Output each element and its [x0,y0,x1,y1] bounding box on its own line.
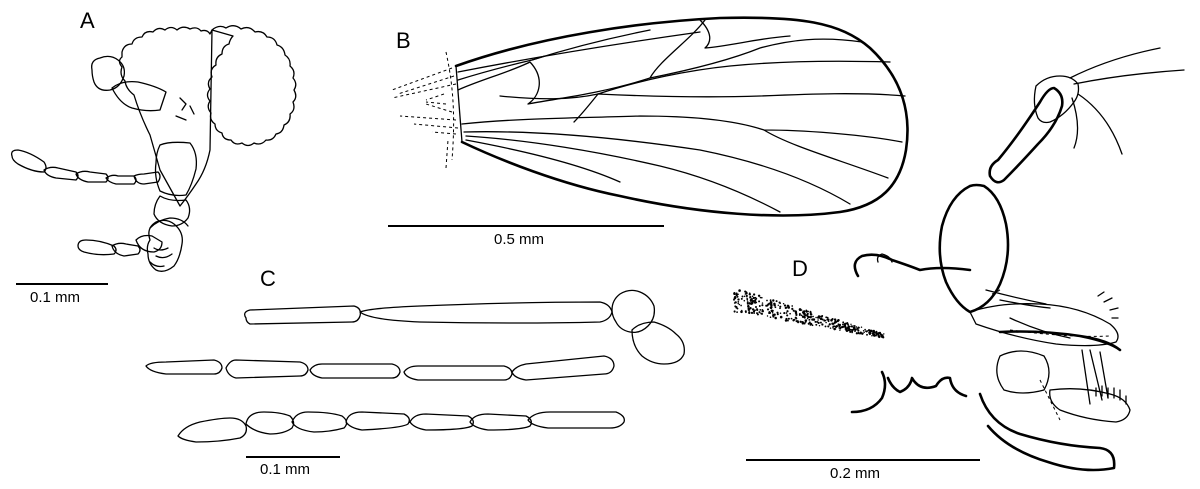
panel-label-d: D [792,256,808,281]
internal-dashed-lines [991,287,1111,421]
head-capsule [118,26,213,207]
paramere-upper [998,330,1122,352]
wing-base [455,65,463,143]
scale-label-a: 0.1 mm [30,289,81,306]
labium [146,219,183,272]
vein-cu [461,115,903,143]
antenna-lower [77,234,163,257]
vein-r1 [531,29,651,61]
setae-apical [1069,47,1185,155]
scale-label-c: 0.1 mm [260,461,311,478]
antenna-c-top-flagellomere-1 [244,305,362,325]
lower-clasper [978,392,1116,472]
spines [1081,349,1109,405]
tergite-lobe [876,253,893,263]
aedeagus [969,303,1119,347]
panel-d-drawing [733,47,1185,472]
panel-label-c: C [260,266,276,291]
wing-articulation [391,51,459,169]
gonostylus [988,86,1064,184]
lower-plates [996,350,1131,423]
antenna-connector [149,217,189,229]
vein-cu2 [763,129,889,179]
gonostylus-distal [1033,75,1080,124]
vein-m-stem [499,93,599,100]
vein-a2 [465,135,781,213]
antenna-upper [10,149,161,185]
antenna-c-top-pedicel [611,289,656,334]
gonocoxite [938,183,1010,314]
palp-segment-2 [153,195,191,227]
vein-a1 [463,131,851,205]
pedicel [111,80,167,112]
antenna-c-middle [145,355,615,381]
panel-a-drawing [10,25,297,272]
scale-label-d: 0.2 mm [830,465,881,482]
vein-rs [457,19,706,105]
compound-eye [206,25,297,147]
frons-marks [175,97,195,121]
antenna-c-bottom [177,411,625,443]
vein-m1 [597,60,891,95]
panel-c-drawing [145,289,685,443]
setae-small [1097,291,1119,319]
wing-outline [454,16,909,217]
scale-label-b: 0.5 mm [494,231,545,248]
comb-teeth [1095,385,1127,405]
antenna-c-top-flagellomere-2 [359,301,613,324]
panel-b-drawing [391,16,909,217]
panel-label-a: A [80,8,95,33]
paramere-internal [985,289,1071,339]
panel-label-b: B [396,28,411,53]
palp-segment-1 [154,141,198,197]
vein-r2 [649,38,863,79]
scape [91,55,126,91]
vein-costa [457,31,701,73]
tergite [853,253,972,278]
sternite [850,370,968,414]
stippled-sclerite [733,289,885,339]
vein-m3 [573,93,599,123]
labium-folds [149,247,173,268]
antenna-c-top-scape [631,321,685,365]
vein-m2 [597,93,906,98]
vein-crossvein [699,19,791,49]
vein-a3 [465,139,621,183]
